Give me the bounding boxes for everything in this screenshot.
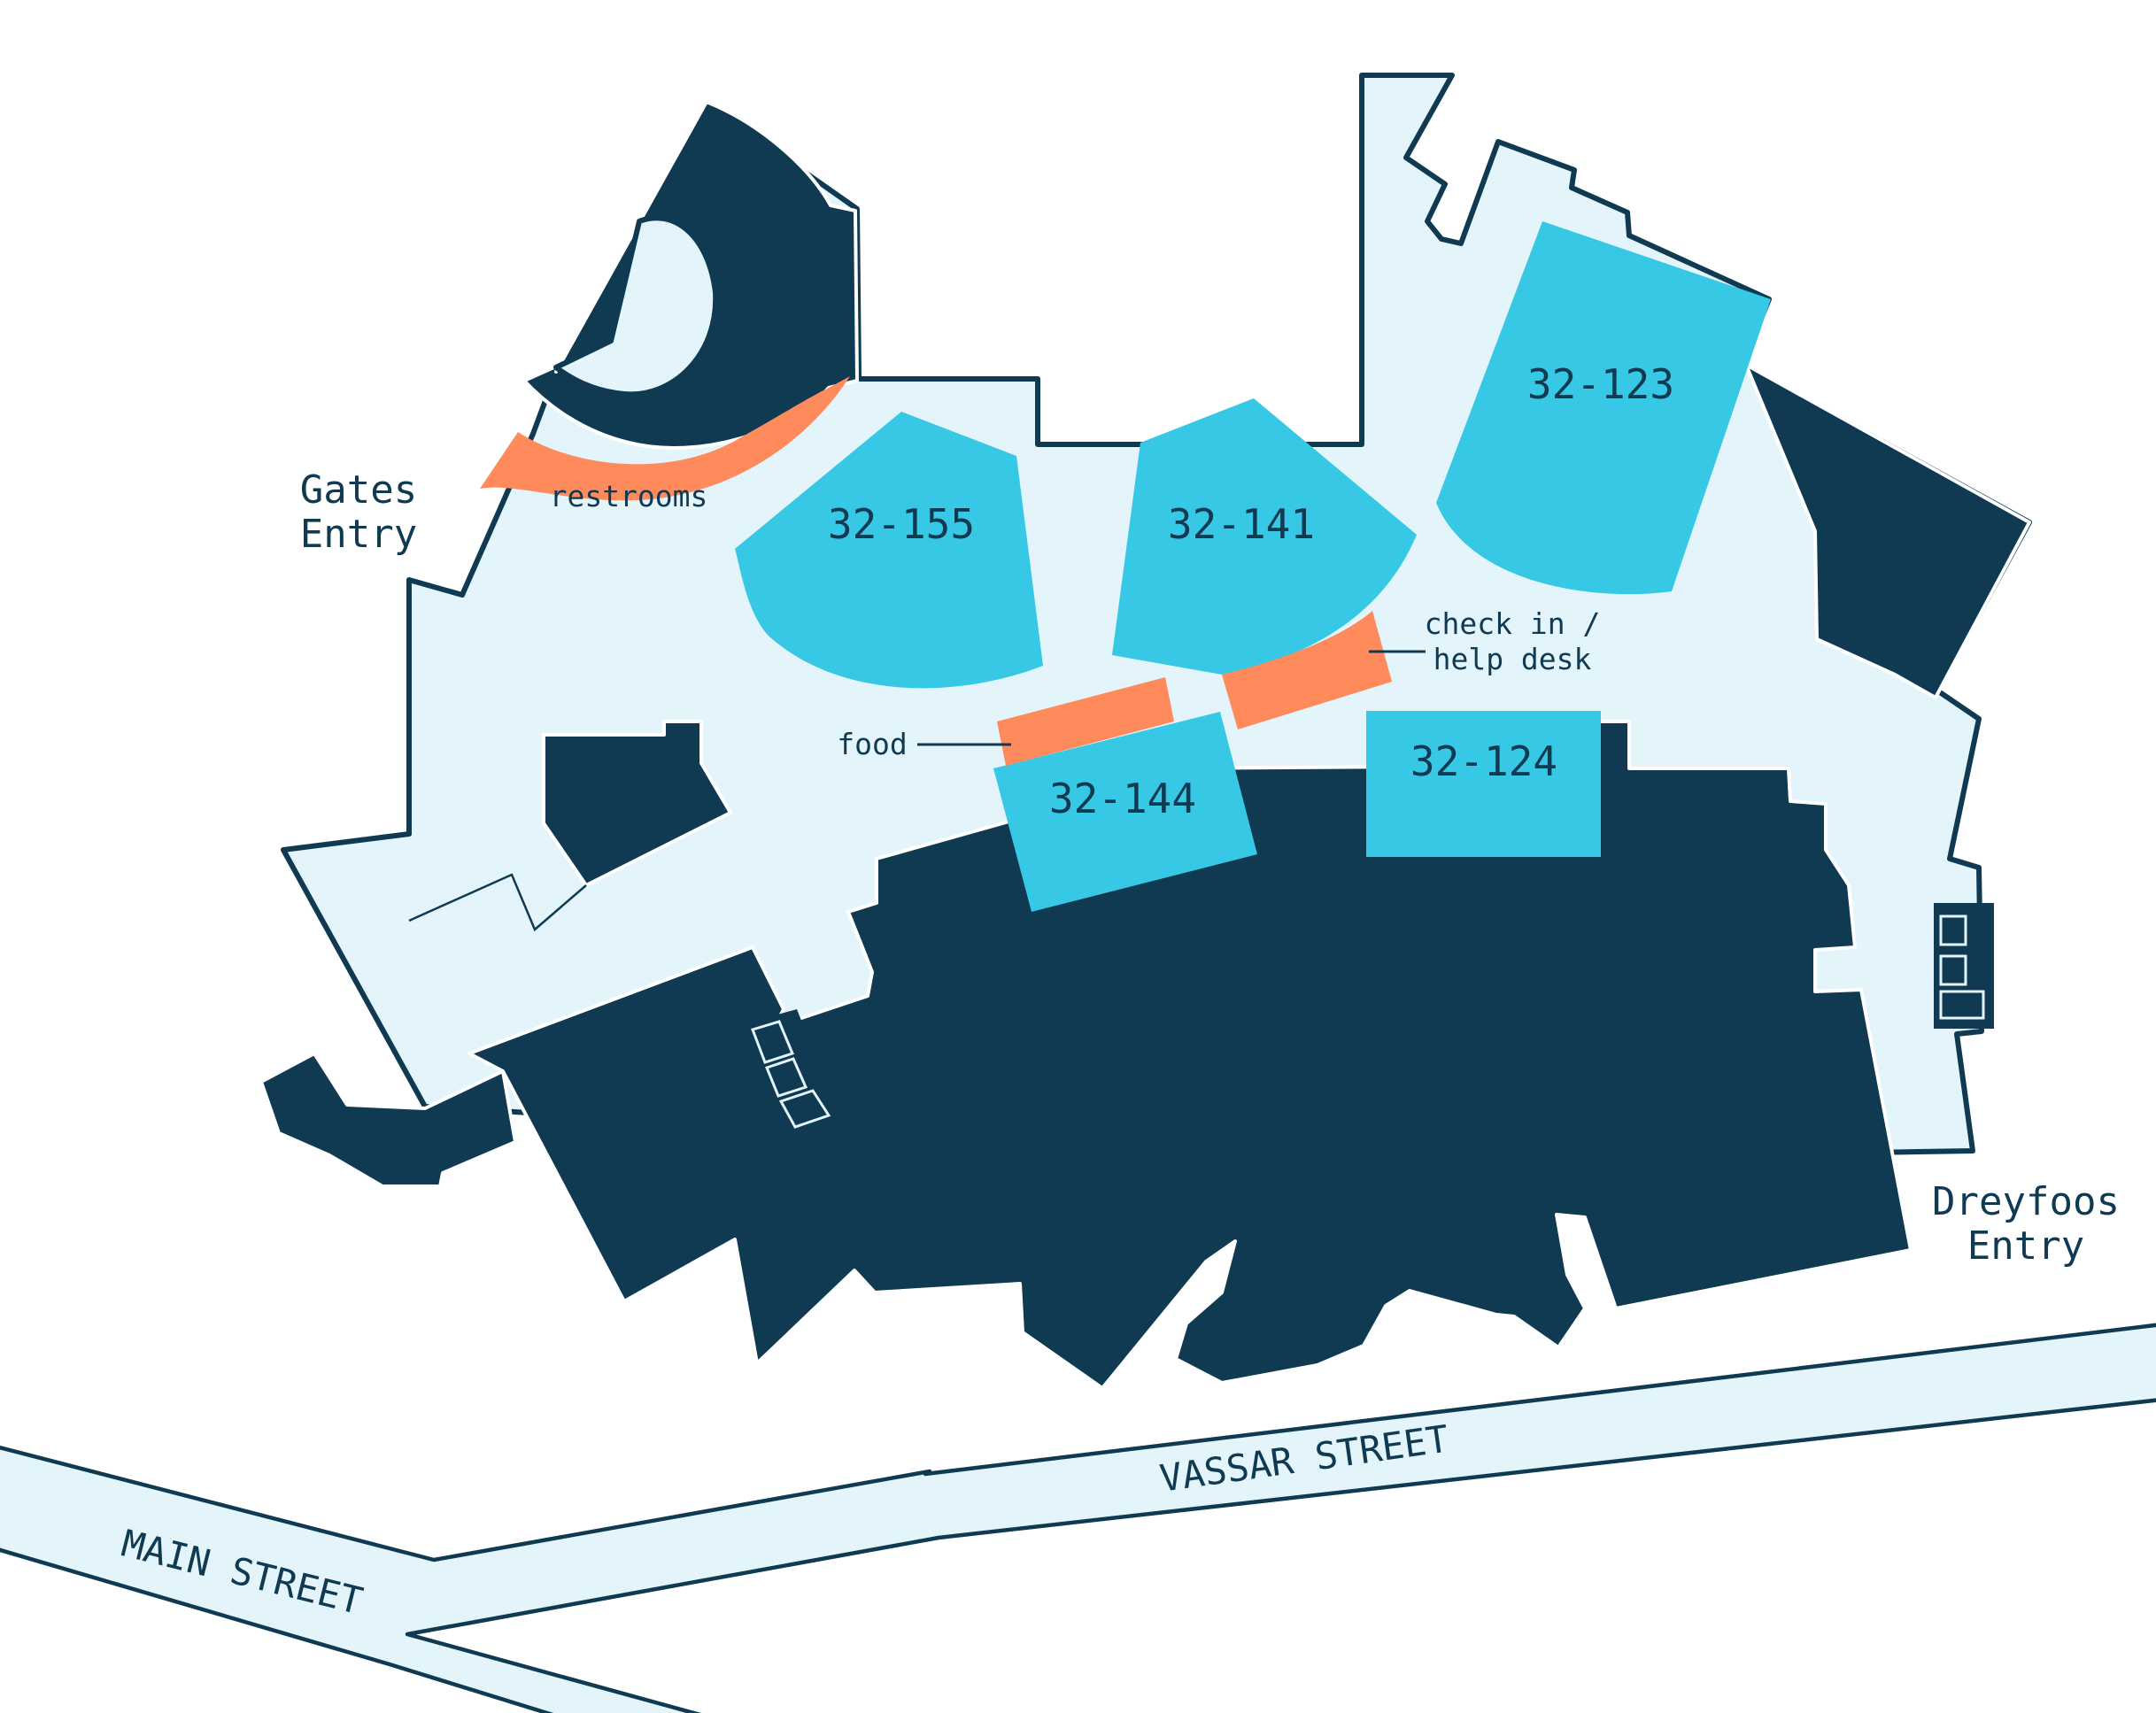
rooms: 32-155 32-141 32-123 32-144 32-124 (735, 221, 1771, 912)
gates-entry-label-line1[interactable]: Gates (300, 467, 417, 513)
help-desk[interactable]: check in / help desk (1222, 606, 1600, 729)
room-32-124[interactable]: 32-124 (1366, 711, 1601, 857)
room-32-141-label: 32-141 (1168, 500, 1315, 548)
room-32-144-label: 32-144 (1049, 775, 1196, 822)
south-block (468, 720, 1913, 1390)
west-block (542, 720, 732, 887)
help-desk-label-line1: check in / (1425, 606, 1601, 641)
gates-entry-label-line2[interactable]: Entry (300, 512, 417, 557)
entries: Gates Entry Dreyfoos Entry (300, 467, 2120, 1269)
east-wing-block (1744, 363, 2031, 699)
southwest-lobe (259, 1052, 517, 1188)
dreyfoos-entry-label-line2[interactable]: Entry (1967, 1223, 2084, 1269)
restrooms-label: restrooms (550, 479, 708, 513)
room-32-124-label: 32-124 (1410, 737, 1557, 785)
room-32-123[interactable]: 32-123 (1436, 221, 1771, 595)
room-32-141[interactable]: 32-141 (1112, 398, 1417, 675)
room-32-124-shape[interactable] (1366, 711, 1601, 857)
room-32-155[interactable]: 32-155 (735, 412, 1043, 689)
building-walls (259, 100, 2031, 1390)
west-corridor-edge (408, 873, 587, 932)
help-desk-label-line2: help desk (1433, 642, 1592, 676)
amenities: restrooms food check in / help desk (480, 376, 1600, 766)
room-32-123-shape[interactable] (1436, 221, 1771, 595)
room-32-123-label: 32-123 (1527, 360, 1674, 408)
room-32-155-label: 32-155 (828, 500, 975, 548)
food[interactable]: food (837, 677, 1174, 766)
dreyfoos-entry-label-line1[interactable]: Dreyfoos (1932, 1179, 2120, 1224)
room-32-144-shape[interactable] (993, 712, 1257, 912)
food-shape[interactable] (997, 677, 1174, 766)
east-stairwell (1934, 903, 1994, 1029)
main-street-road (0, 1323, 2156, 1713)
restrooms-shape[interactable] (480, 376, 850, 501)
restrooms[interactable]: restrooms (480, 376, 850, 513)
help-desk-shape[interactable] (1222, 611, 1392, 729)
room-32-144[interactable]: 32-144 (993, 712, 1257, 912)
streets (0, 1323, 2156, 1713)
southwest-stairwell (748, 1009, 837, 1133)
food-label: food (837, 727, 907, 761)
northwest-courtyard (553, 215, 719, 397)
room-32-141-shape[interactable] (1112, 398, 1417, 675)
room-32-155-shape[interactable] (735, 412, 1043, 689)
